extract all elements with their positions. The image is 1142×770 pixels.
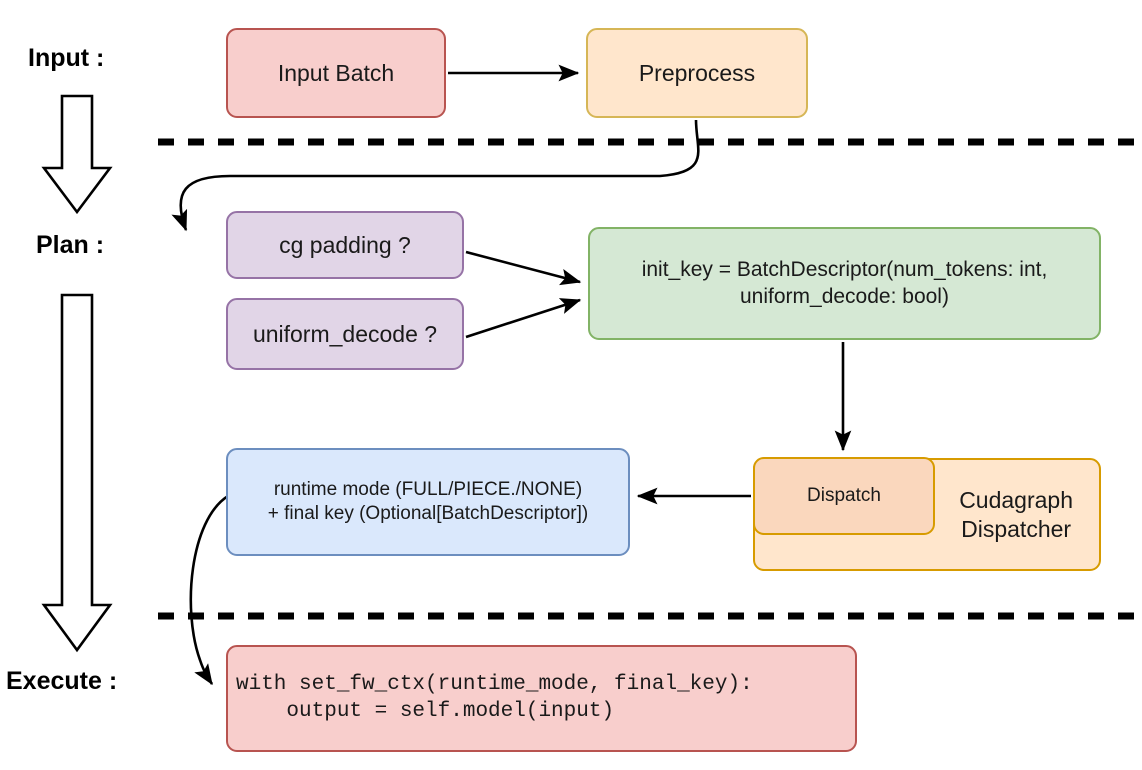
node-preprocess[interactable]: Preprocess — [586, 28, 808, 118]
stage-label-plan: Plan : — [36, 231, 105, 259]
node-dispatch[interactable]: Dispatch — [753, 457, 935, 535]
node-uniform-decode[interactable]: uniform_decode ? — [226, 298, 464, 370]
node-execute-code[interactable]: with set_fw_ctx(runtime_mode, final_key)… — [226, 645, 857, 752]
stage-label-execute: Execute : — [6, 667, 118, 695]
node-runtime-mode[interactable]: runtime mode (FULL/PIECE./NONE) + final … — [226, 448, 630, 556]
node-init-key[interactable]: init_key = BatchDescriptor(num_tokens: i… — [588, 227, 1101, 340]
node-cg-padding[interactable]: cg padding ? — [226, 211, 464, 279]
edge-uniform-decode-to-init-key — [465, 298, 582, 339]
node-input-batch[interactable]: Input Batch — [226, 28, 446, 118]
edge-cg-padding-to-init-key — [465, 250, 582, 286]
stage-arrow-input-plan — [41, 94, 113, 215]
stage-label-input: Input : — [28, 44, 105, 72]
stage-arrow-plan-execute — [41, 293, 113, 653]
edge-runtime-mode-to-execute-code — [189, 494, 229, 686]
